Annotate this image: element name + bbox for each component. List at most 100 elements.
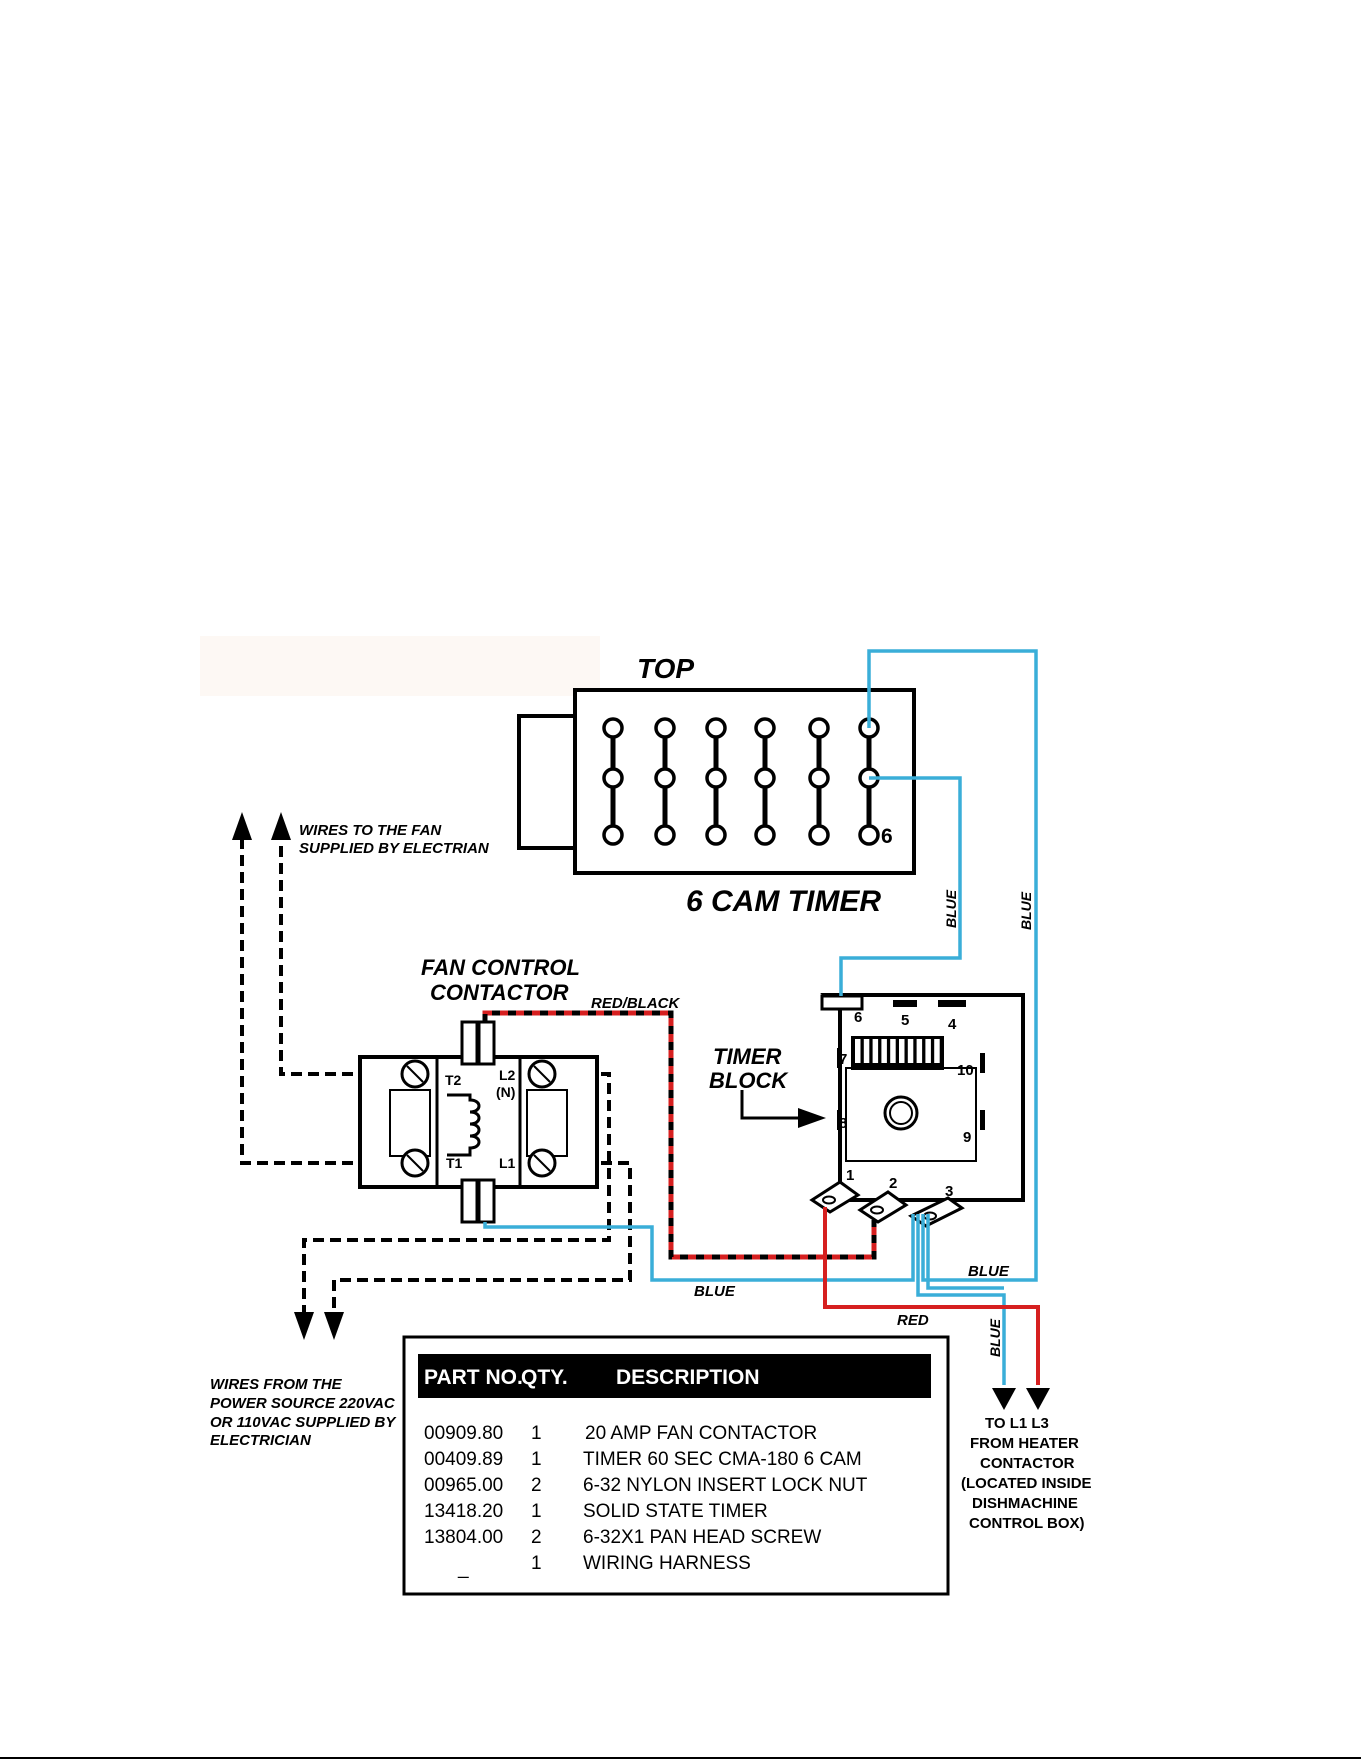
label-l1: L1 bbox=[499, 1155, 516, 1171]
cam-pin-5-2 bbox=[808, 767, 830, 789]
timer-block-label-2: BLOCK bbox=[709, 1068, 789, 1093]
header-part-no: PART NO. bbox=[424, 1366, 523, 1389]
coil-terminal-top-1 bbox=[460, 1020, 479, 1066]
label-t2: T2 bbox=[445, 1072, 462, 1088]
terminal-4-label: 4 bbox=[948, 1016, 957, 1033]
terminal-8-label: 8 bbox=[839, 1115, 847, 1132]
terminal-2-label: 2 bbox=[889, 1175, 897, 1192]
cam-timer-knob bbox=[517, 714, 577, 850]
fan-arrow-inner bbox=[271, 812, 291, 840]
terminal-1-label: 1 bbox=[846, 1167, 854, 1184]
wires-to-fan-label-2: SUPPLIED BY ELECTRIAN bbox=[299, 840, 490, 857]
blue-label-5: BLUE bbox=[987, 1318, 1003, 1357]
cam-pin-2-2 bbox=[654, 767, 676, 789]
timer-block bbox=[809, 993, 1025, 1228]
fan-control-label-2: CONTACTOR bbox=[430, 980, 569, 1005]
power-label-1: WIRES FROM THE bbox=[210, 1376, 343, 1393]
heater-arrow-l1 bbox=[992, 1388, 1016, 1410]
terminal-6-tab bbox=[820, 994, 864, 1011]
fan-wire-outer bbox=[240, 830, 387, 1165]
heater-label-3: (LOCATED INSIDE bbox=[961, 1475, 1092, 1492]
cam-timer-body bbox=[573, 688, 916, 875]
heater-label-2: CONTACTOR bbox=[980, 1455, 1075, 1472]
terminal-5-label: 5 bbox=[901, 1012, 909, 1029]
terminal-3-label: 3 bbox=[945, 1183, 953, 1200]
row-6-part-no: _ bbox=[457, 1558, 469, 1579]
heater-label-1: FROM HEATER bbox=[970, 1435, 1079, 1452]
power-label-3: OR 110VAC SUPPLIED BY bbox=[210, 1414, 397, 1431]
wires-to-fan-label-1: WIRES TO THE FAN bbox=[299, 822, 442, 839]
label-n: (N) bbox=[496, 1084, 515, 1100]
header-description: DESCRIPTION bbox=[616, 1366, 760, 1389]
red-wire-heater bbox=[823, 1207, 1040, 1385]
row-2-description: TIMER 60 SEC CMA-180 6 CAM bbox=[583, 1449, 862, 1470]
cam-pin-1-1 bbox=[602, 717, 624, 739]
fan-control-label-1: FAN CONTROL bbox=[421, 955, 580, 980]
cam-pin-1-2 bbox=[602, 767, 624, 789]
label-t1: T1 bbox=[446, 1155, 463, 1171]
timer-block-label-1: TIMER bbox=[713, 1044, 782, 1069]
cam-pin-number: 6 bbox=[881, 825, 893, 848]
cam-pin-3-2 bbox=[705, 767, 727, 789]
row-5-part-no: 13804.00 bbox=[424, 1527, 503, 1548]
parts-table-header bbox=[418, 1354, 931, 1398]
screw-l1-slot bbox=[533, 1154, 551, 1172]
top-label: TOP bbox=[637, 653, 694, 684]
red-wires bbox=[482, 1010, 1040, 1385]
blue-wires bbox=[483, 649, 1038, 1385]
row-4-qty: 1 bbox=[531, 1501, 542, 1522]
screw-t1-slot bbox=[406, 1154, 424, 1172]
dip-key-6 bbox=[899, 1039, 905, 1063]
cam-pins bbox=[602, 717, 880, 846]
cam-pin-5-3 bbox=[808, 824, 830, 846]
fan-arrow-outer bbox=[232, 812, 252, 840]
cam-pin-6-3 bbox=[858, 824, 880, 846]
terminal-2-hole bbox=[870, 1205, 884, 1215]
blue-label-4: BLUE bbox=[694, 1283, 736, 1300]
dip-key-1 bbox=[855, 1039, 861, 1063]
heater-label-4: DISHMACHINE bbox=[972, 1495, 1078, 1512]
power-arrow-inner bbox=[324, 1312, 344, 1340]
timer-block-knob-inner bbox=[889, 1101, 913, 1125]
dip-key-3 bbox=[872, 1039, 879, 1063]
red-black-wire-stripe bbox=[482, 1010, 877, 1260]
terminal-1-hole bbox=[822, 1195, 836, 1205]
row-5-description: 6-32X1 PAN HEAD SCREW bbox=[583, 1527, 821, 1548]
heater-arrow-l3 bbox=[1026, 1388, 1050, 1410]
red-black-label: RED/BLACK bbox=[591, 995, 680, 1012]
blue-wire-cam-top bbox=[867, 649, 1038, 1282]
cam-pin-4-2 bbox=[754, 767, 776, 789]
screw-l2-slot bbox=[533, 1065, 551, 1083]
row-4-description: SOLID STATE TIMER bbox=[583, 1501, 768, 1522]
parts-table: PART NO. QTY. DESCRIPTION 00909.80 1 20 … bbox=[402, 1335, 950, 1596]
heater-label-5: CONTROL BOX) bbox=[969, 1515, 1085, 1532]
terminal-10-label: 10 bbox=[957, 1062, 974, 1079]
cam-pin-3-1 bbox=[705, 717, 727, 739]
row-2-part-no: 00409.89 bbox=[424, 1449, 503, 1470]
cam-pin-2-1 bbox=[654, 717, 676, 739]
coil-terminal-bottom-2 bbox=[477, 1178, 496, 1224]
blue-wire-contactor bbox=[483, 1214, 915, 1282]
power-wire-inner bbox=[332, 1161, 632, 1322]
contactor-coil bbox=[447, 1093, 481, 1157]
timer-block-pointer bbox=[740, 1090, 800, 1120]
cam-pin-5-1 bbox=[808, 717, 830, 739]
power-arrow-outer bbox=[294, 1312, 314, 1340]
terminal-6-label: 6 bbox=[854, 1009, 862, 1026]
terminal-9-label: 9 bbox=[963, 1129, 971, 1146]
blue-wire-heater-l1-b bbox=[926, 1214, 1004, 1290]
row-1-part-no: 00909.80 bbox=[424, 1423, 503, 1444]
dip-key-5 bbox=[890, 1039, 896, 1063]
blue-label-2: BLUE bbox=[1018, 891, 1034, 930]
red-label: RED bbox=[897, 1312, 929, 1329]
blue-label-3: BLUE bbox=[968, 1263, 1010, 1280]
dip-key-8 bbox=[916, 1039, 923, 1063]
terminal-7-label: 7 bbox=[839, 1051, 847, 1068]
screw-t2-slot bbox=[406, 1065, 424, 1083]
tab-10 bbox=[980, 1053, 985, 1073]
blue-wire-heater-l1 bbox=[916, 1214, 1006, 1385]
terminal-5-tab bbox=[893, 1000, 917, 1007]
row-1-description: 20 AMP FAN CONTACTOR bbox=[585, 1423, 817, 1444]
power-label-4: ELECTRICIAN bbox=[210, 1432, 312, 1449]
